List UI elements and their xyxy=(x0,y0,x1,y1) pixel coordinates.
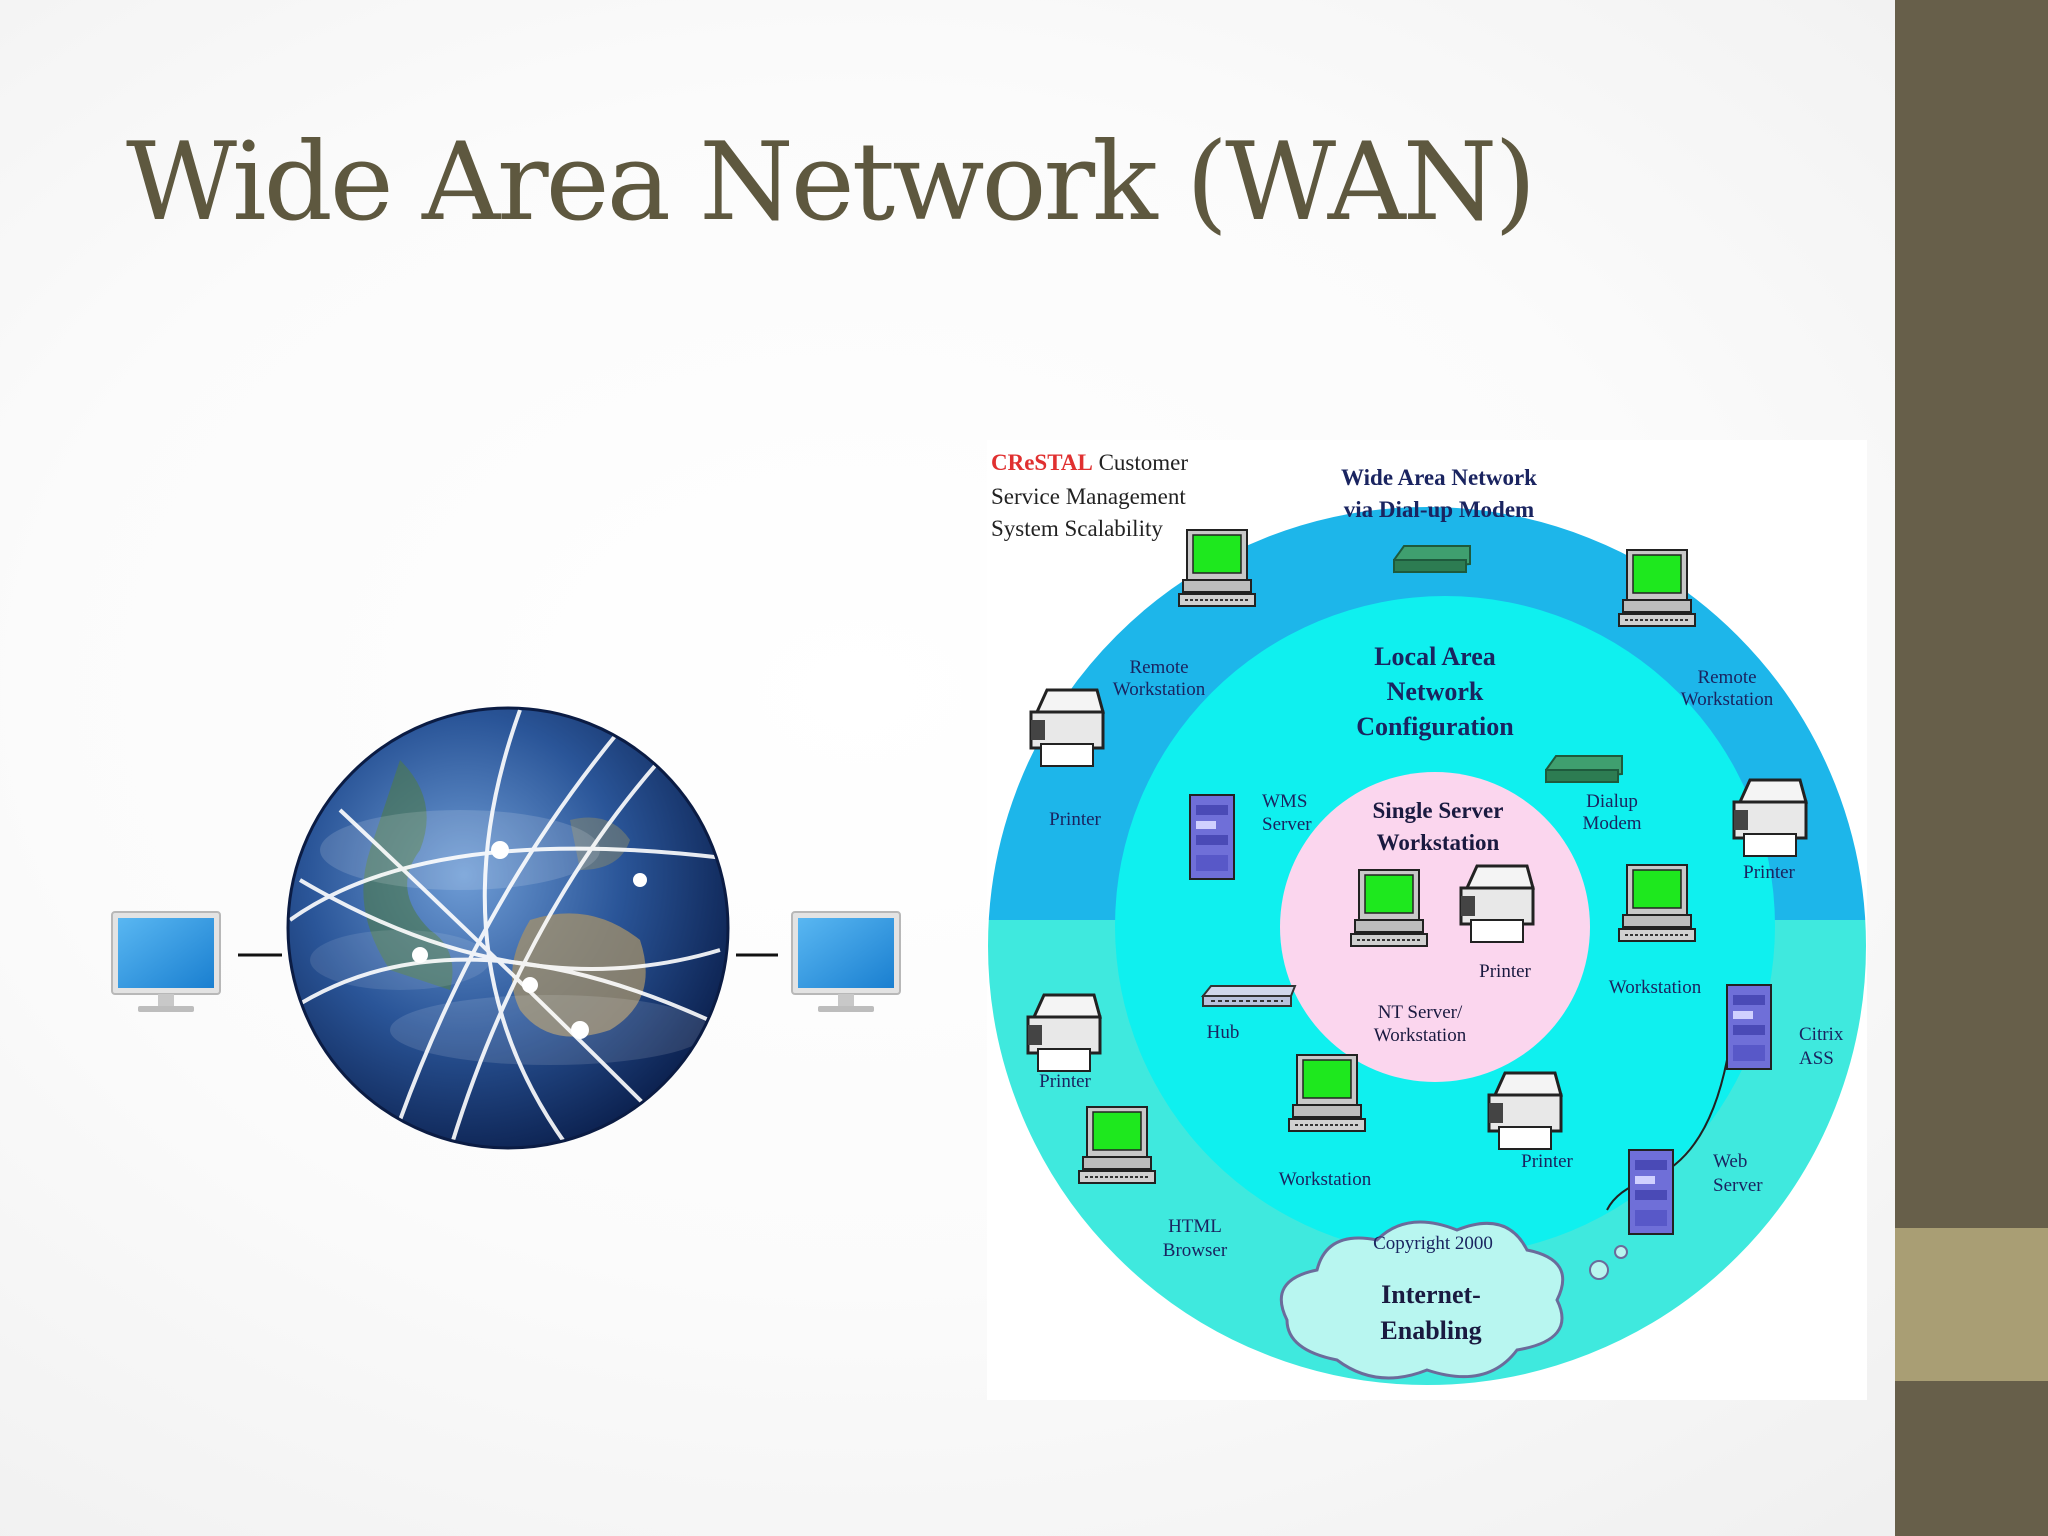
web-server-icon xyxy=(1628,1149,1674,1235)
caption-brand-rest: Customer xyxy=(1093,450,1189,475)
label-citrix-2: ASS xyxy=(1799,1048,1834,1069)
label-hub: Hub xyxy=(1207,1022,1240,1043)
server-circle xyxy=(1280,772,1590,1082)
sidebar-accent-block xyxy=(1895,1228,2048,1381)
wms-server-icon xyxy=(1189,794,1235,880)
svg-text:CReSTAL Customer: CReSTAL Customer xyxy=(991,450,1188,475)
label-wms-2: Server xyxy=(1262,814,1312,835)
printer-right-icon xyxy=(1732,778,1808,858)
label-html-1: HTML xyxy=(1168,1216,1222,1237)
workstation-bottom-computer-icon xyxy=(1288,1054,1366,1132)
wan-globe-illustration xyxy=(111,706,901,1150)
workstation-right-computer-icon xyxy=(1618,864,1696,942)
monitor-icon-right xyxy=(791,911,901,1012)
nt-server-computer-icon xyxy=(1350,869,1428,947)
slide-title: Wide Area Network (WAN) xyxy=(126,120,1536,245)
label-remote-ws-left-2: Workstation xyxy=(1113,679,1206,700)
wan-title-line1: Wide Area Network xyxy=(1341,465,1537,490)
label-printer-left: Printer xyxy=(1049,809,1101,830)
wan-modem-icon xyxy=(1393,545,1471,573)
label-dialup-2: Modem xyxy=(1582,813,1641,834)
html-browser-computer-icon xyxy=(1078,1106,1156,1184)
label-workstation-bottom: Workstation xyxy=(1279,1169,1372,1190)
remote-workstation-left-computer-icon xyxy=(1178,529,1256,607)
printer-lower-left-icon xyxy=(1026,993,1102,1073)
label-internet-2: Enabling xyxy=(1380,1316,1481,1345)
label-nt-2: Workstation xyxy=(1374,1025,1467,1046)
inner-title-line2: Workstation xyxy=(1377,830,1500,855)
label-printer-lower-left: Printer xyxy=(1039,1071,1091,1092)
label-copyright: Copyright 2000 xyxy=(1373,1233,1493,1254)
globe-icon xyxy=(286,706,730,1150)
caption-line3: System Scalability xyxy=(991,516,1163,541)
label-remote-ws-right-1: Remote xyxy=(1697,667,1756,688)
caption-brand: CReSTAL xyxy=(991,450,1093,475)
label-printer-bottom: Printer xyxy=(1521,1151,1573,1172)
label-dialup-1: Dialup xyxy=(1586,791,1638,812)
label-html-2: Browser xyxy=(1163,1240,1228,1261)
label-wms-1: WMS xyxy=(1262,791,1307,812)
label-web-1: Web xyxy=(1713,1151,1747,1172)
printer-left-icon xyxy=(1029,688,1105,768)
cloud-icon xyxy=(1279,1220,1628,1380)
printer-inner-icon xyxy=(1459,864,1535,944)
hub-icon xyxy=(1202,985,1296,1007)
label-remote-ws-right-2: Workstation xyxy=(1681,689,1774,710)
monitor-icon-left xyxy=(111,911,221,1012)
dialup-modem-icon xyxy=(1545,755,1623,783)
label-web-2: Server xyxy=(1713,1175,1763,1196)
remote-workstation-right-computer-icon xyxy=(1618,549,1696,627)
label-nt-1: NT Server/ xyxy=(1378,1002,1463,1023)
label-citrix-1: Citrix xyxy=(1799,1024,1844,1045)
lan-wan-diagram: CReSTAL Customer Service Management Syst… xyxy=(987,440,1867,1400)
printer-bottom-icon xyxy=(1487,1071,1563,1151)
inner-title-line1: Single Server xyxy=(1373,798,1504,823)
label-printer-right: Printer xyxy=(1743,862,1795,883)
caption-line2: Service Management xyxy=(991,484,1186,509)
lan-title-line2: Network xyxy=(1387,677,1484,706)
lan-title-line3: Configuration xyxy=(1356,712,1514,741)
wan-title-line2: via Dial-up Modem xyxy=(1344,497,1534,522)
label-workstation-right: Workstation xyxy=(1609,977,1702,998)
label-internet-1: Internet- xyxy=(1381,1280,1481,1309)
label-printer-inner: Printer xyxy=(1479,961,1531,982)
citrix-server-icon xyxy=(1726,984,1772,1070)
lan-title-line1: Local Area xyxy=(1374,642,1496,671)
label-remote-ws-left-1: Remote xyxy=(1129,657,1188,678)
